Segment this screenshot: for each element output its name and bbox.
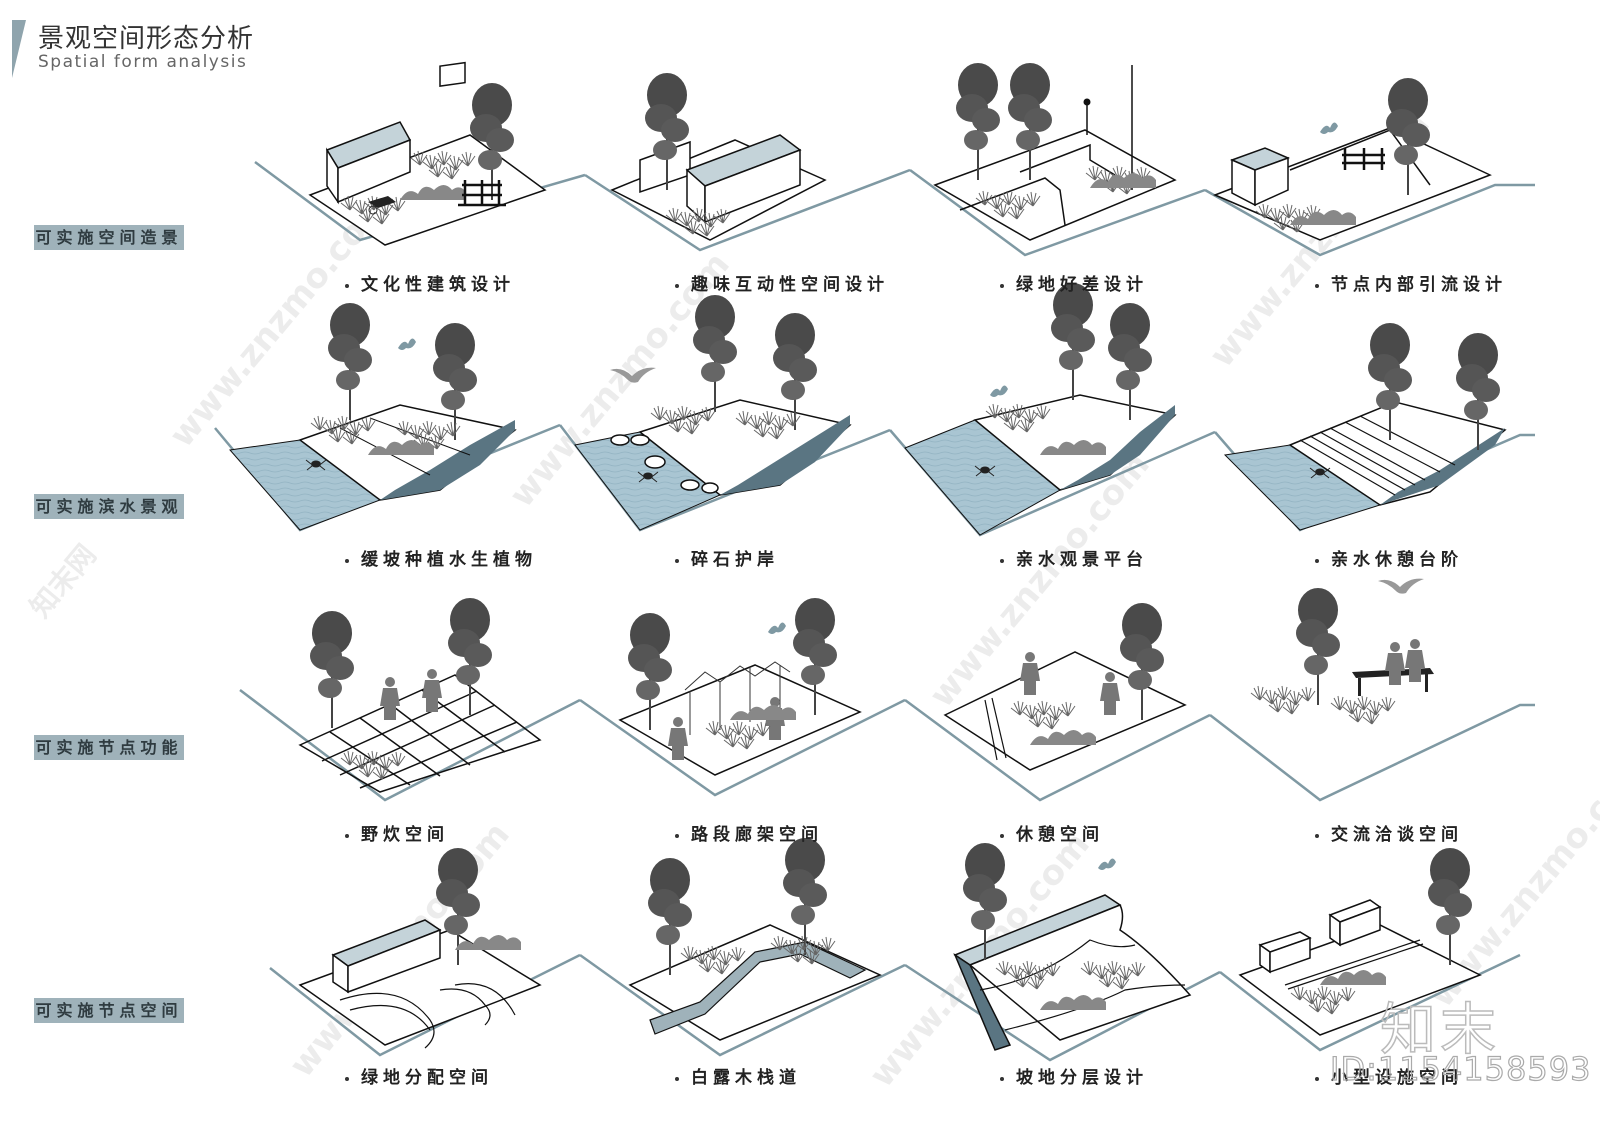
tree-icon: [327, 302, 373, 421]
caption-item: 节点内部引流设计: [1315, 270, 1507, 295]
scene-green-distribution: [298, 847, 542, 1049]
bird-icon: [398, 338, 416, 350]
building-icon: [685, 134, 802, 224]
steps-icon: [1299, 415, 1456, 496]
fence-icon: [1342, 148, 1385, 170]
bird-icon: [990, 385, 1008, 397]
frame-line: [909, 168, 1206, 257]
caption-item: 亲水休憩台阶: [1315, 545, 1463, 570]
tree-icon: [1427, 847, 1473, 966]
caption-item: 白露木栈道: [675, 1063, 801, 1088]
caption-item: 趣味互动性空间设计: [675, 270, 889, 295]
scene-small-facility: [1238, 847, 1482, 1036]
scene-terraced-slope: [953, 842, 1192, 1051]
scene-rest-space: [943, 602, 1187, 771]
page-title: 景观空间形态分析: [38, 24, 255, 54]
scene-discussion-space: [1251, 578, 1434, 724]
title-accent-bar: [12, 20, 26, 78]
building-icon: [1229, 147, 1291, 207]
scene-pergola-corridor: [618, 597, 862, 776]
frame-line: [1219, 953, 1521, 1052]
caption-item: 绿地好差设计: [1000, 270, 1148, 295]
scene-node-guidance: [1213, 77, 1492, 241]
scene-viewing-platform: [904, 282, 1177, 536]
frame-line: [1204, 183, 1535, 257]
scene-boardwalk: [628, 837, 882, 1041]
building-icon: [331, 919, 442, 994]
tree-icon: [955, 62, 1001, 181]
scene-waterfront-steps: [1223, 322, 1507, 531]
wheelbarrow-icon: [368, 196, 396, 215]
row-label-waterfront: 可实施滨水景观: [34, 494, 184, 519]
rocks-icon: [610, 434, 719, 494]
scene-gentle-slope-planting: [229, 302, 517, 531]
frame-line: [904, 698, 1211, 802]
tree-icon: [309, 610, 355, 729]
bird-icon: [1320, 122, 1338, 134]
scene-cultural-building: [308, 61, 547, 246]
caption-item: 路段廊架空间: [675, 820, 823, 845]
path-icon: [339, 983, 516, 1049]
caption-item: 交流洽谈空间: [1315, 820, 1463, 845]
people-icon: [1385, 642, 1405, 685]
tree-icon: [647, 857, 693, 976]
terrace-icon: [953, 894, 1192, 1051]
bird-icon: [1098, 858, 1116, 870]
frame-line: [584, 168, 911, 252]
building-icon: [1258, 899, 1382, 974]
watermark-id: ID:1154158593: [1329, 1049, 1592, 1088]
frame-line: [1209, 703, 1535, 802]
caption-item: 小型设施空间: [1315, 1063, 1463, 1088]
frame-line: [239, 689, 581, 802]
fence-icon: [458, 180, 506, 207]
row-label-node-function: 可实施节点功能: [34, 735, 184, 760]
tree-icon: [1050, 282, 1096, 401]
tree-icon: [1295, 587, 1341, 706]
lamp-post-icon: [1083, 98, 1091, 135]
caption-item: 亲水观景平台: [1000, 545, 1148, 570]
caption-item: 文化性建筑设计: [345, 270, 515, 295]
watermark-logo: 知末: [1379, 997, 1500, 1064]
tree-icon: [692, 294, 738, 413]
caption-item: 碎石护岸: [675, 545, 779, 570]
bird-icon: [768, 622, 786, 634]
seagull-icon: [1378, 578, 1424, 594]
scene-rubble-revetment: [574, 294, 852, 531]
caption-item: 坡地分层设计: [1000, 1063, 1148, 1088]
scene-picnic-space: [298, 597, 542, 793]
row-label-space-landscaping: 可实施空间造景: [34, 225, 184, 250]
seagull-icon: [610, 367, 656, 383]
caption-item: 绿地分配空间: [345, 1063, 493, 1088]
page-subtitle: Spatial form analysis: [38, 52, 248, 72]
frame-line: [579, 698, 906, 797]
people-icon: [380, 677, 400, 720]
scene-green-level-difference: [933, 62, 1177, 241]
caption-item: 休憩空间: [1000, 820, 1104, 845]
boardwalk-icon: [649, 941, 867, 1035]
building-icon: [325, 121, 412, 205]
pergola-icon: [684, 661, 791, 735]
grid-paving-icon: [298, 674, 542, 793]
caption-item: 野炊空间: [345, 820, 449, 845]
caption-item: 缓坡种植水生植物: [345, 545, 537, 570]
scene-interactive-space: [610, 72, 827, 241]
row-label-node-space: 可实施节点空间: [34, 998, 184, 1023]
frame-line: [579, 953, 906, 1057]
